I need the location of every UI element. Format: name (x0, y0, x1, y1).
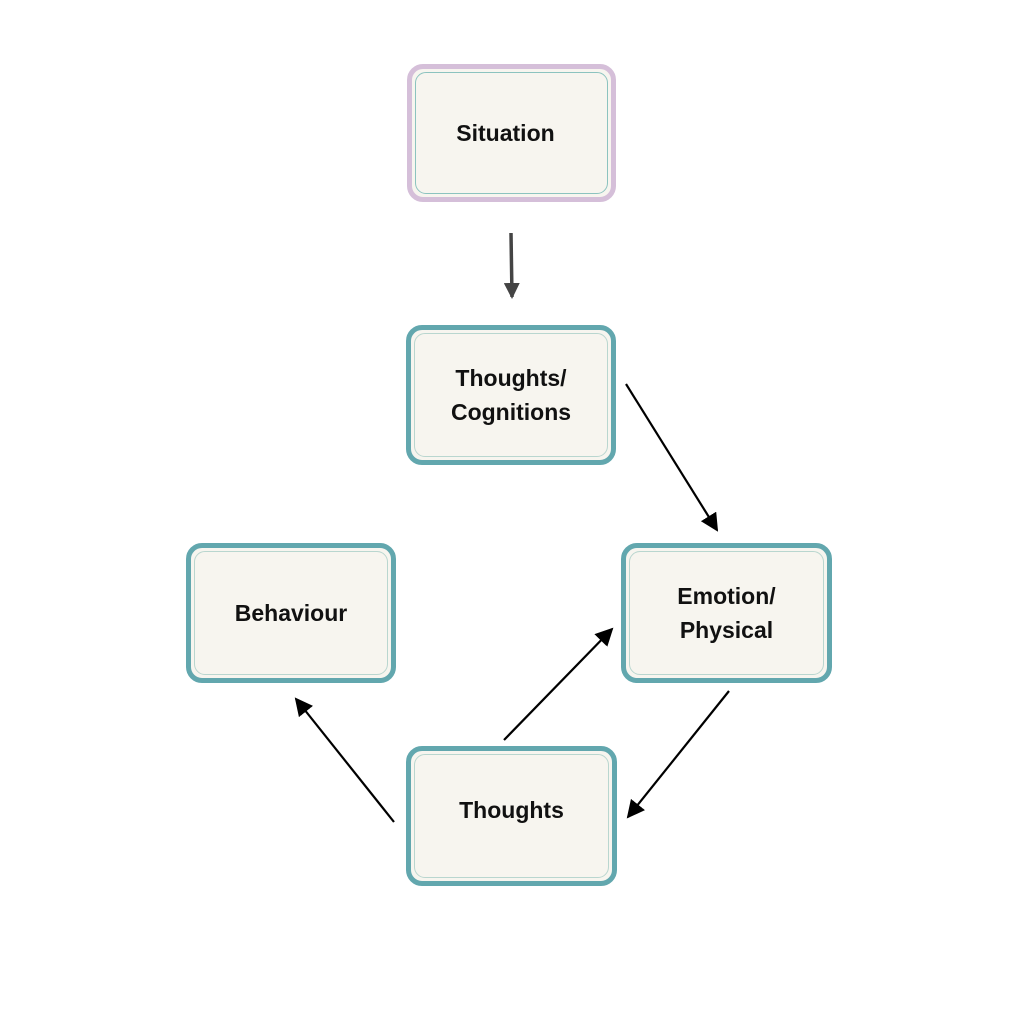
emotion-physical-label: Emotion/ Physical (677, 583, 776, 643)
thoughts-cognitions-label: Thoughts/ Cognitions (450, 365, 572, 425)
arrow-emotion-physical-to-thoughts (626, 690, 730, 819)
arrow-thoughts-to-emotion-physical (503, 627, 614, 741)
arrow-thoughts-to-behaviour (294, 697, 395, 823)
emotion-physical-node: Emotion/ Physical (621, 543, 832, 683)
thoughts-label: Thoughts (459, 797, 564, 823)
arrow-thoughts-cognitions-to-emotion-physical (625, 383, 719, 532)
thoughts-cognitions-node: Thoughts/ Cognitions (406, 325, 616, 465)
behaviour-node: Behaviour (186, 543, 396, 683)
behaviour-label: Behaviour (234, 600, 348, 626)
situation-label: Situation (456, 120, 555, 146)
thoughts-node: Thoughts (406, 746, 617, 886)
situation-node: Situation (407, 64, 616, 202)
arrow-situation-to-thoughts-cognitions (503, 232, 520, 299)
